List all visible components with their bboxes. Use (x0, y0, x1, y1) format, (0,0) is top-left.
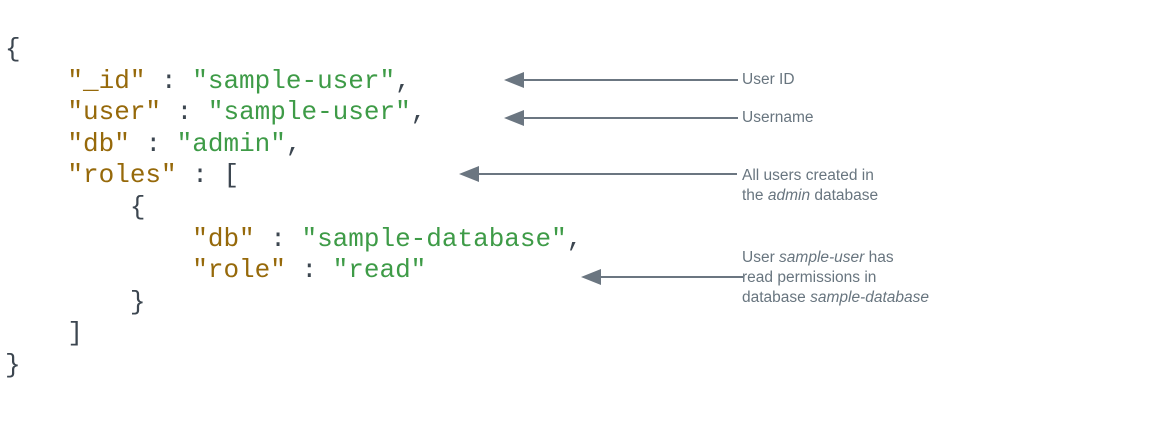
code-line: "db" : "sample-database", (192, 223, 583, 254)
json-code-block: { "_id" : "sample-user", "user" : "sampl… (5, 34, 582, 382)
arrow-roles (459, 166, 737, 182)
code-line: } (5, 286, 146, 317)
arrow-user-id (504, 72, 738, 88)
code-line: { (5, 191, 146, 222)
code-line: } (5, 349, 21, 380)
code-line: "roles" : [ (67, 160, 240, 191)
annotation-user-id: User ID (742, 71, 795, 88)
code-line: { (5, 34, 21, 64)
code-line: "user" : "sample-user", (67, 97, 427, 128)
code-line: "_id" : "sample-user", (67, 65, 411, 96)
arrow-role (581, 269, 743, 285)
code-line: ] (5, 318, 84, 349)
code-line: "role" : "read" (192, 255, 427, 286)
annotation-username: Username (742, 109, 814, 126)
code-line: "db" : "admin", (67, 128, 302, 159)
arrow-username (504, 110, 738, 126)
